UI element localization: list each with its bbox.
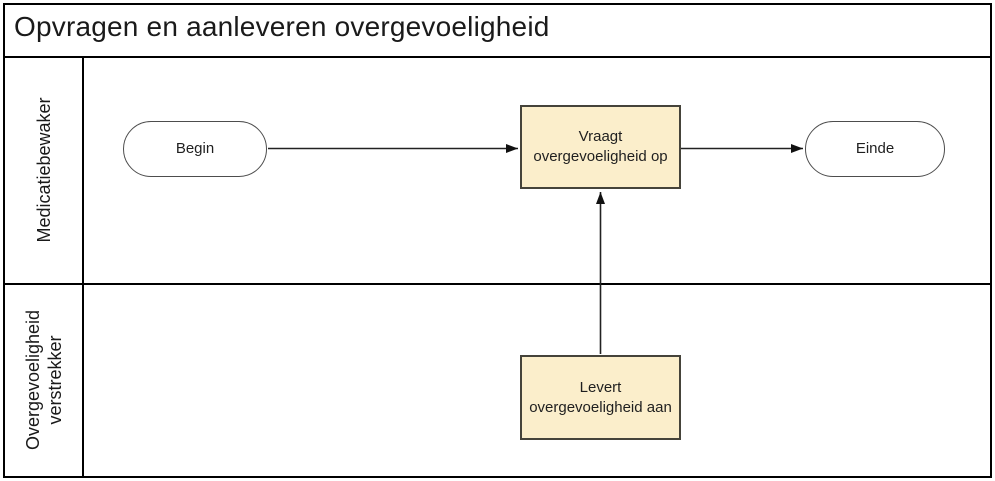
task-node-levert-overgevoeligheid-aan: Levert overgevoeligheid aan (520, 355, 681, 440)
lane-label-overgevoeligheid-verstrekker: Overgevoeligheid verstrekker (22, 310, 66, 450)
start-node-begin: Begin (123, 121, 267, 177)
title-band-divider (3, 56, 992, 58)
diagram-frame (3, 3, 992, 478)
node-label: Einde (855, 140, 895, 157)
lane-label-column-divider (82, 56, 84, 478)
lane-divider (3, 283, 992, 285)
task-node-vraagt-overgevoeligheid-op: Vraagt overgevoeligheid op (520, 105, 681, 189)
lane-label-line: Medicatiebewaker (34, 97, 54, 243)
node-label: Begin (175, 140, 215, 157)
node-label-line: overgevoeligheid op (533, 148, 668, 165)
end-node-einde: Einde (805, 121, 945, 177)
lane-label-line: verstrekker (45, 335, 65, 425)
node-label-line: overgevoeligheid aan (529, 398, 672, 416)
lane-label-line: Overgevoeligheid (23, 309, 43, 451)
node-label-line: Vraagt (578, 128, 623, 145)
lane-label-medicatiebewaker: Medicatiebewaker (33, 97, 55, 242)
node-label-line: Levert (579, 378, 622, 396)
diagram-title: Opvragen en aanleveren overgevoeligheid (14, 11, 550, 42)
